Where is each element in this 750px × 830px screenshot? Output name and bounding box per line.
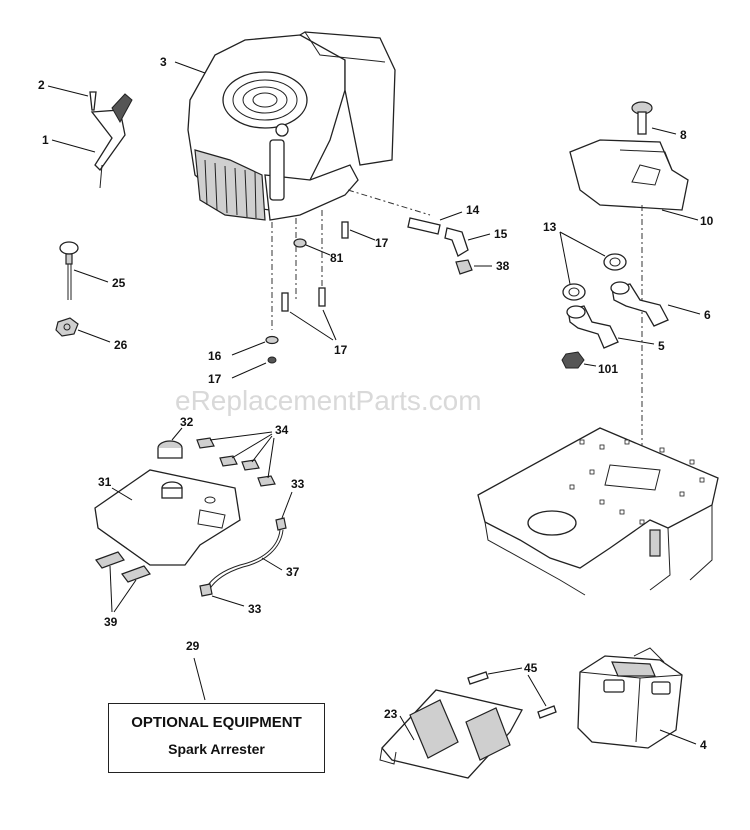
nut-38 (455, 259, 473, 275)
pad-39-a (95, 551, 125, 569)
nut-101 (561, 351, 585, 369)
callout-38: 38 (496, 259, 510, 273)
frame-chassis (477, 427, 719, 596)
pad-39-b (121, 565, 151, 583)
callout-8: 8 (680, 128, 687, 142)
heat-shield-10 (569, 139, 689, 211)
gasket-13-lower (562, 283, 586, 301)
screw-45-right (537, 705, 557, 719)
nut-26 (55, 317, 79, 337)
bolt-17-lower (267, 356, 277, 364)
callout-10: 10 (700, 214, 714, 228)
screw-45-left (467, 671, 489, 685)
pad-34-b (219, 455, 238, 467)
callout-23: 23 (384, 707, 398, 721)
callout-15: 15 (494, 227, 508, 241)
callout-16: 16 (208, 349, 222, 363)
knob-8 (631, 101, 653, 135)
callout-3: 3 (160, 55, 167, 69)
callout-45: 45 (524, 661, 538, 675)
callout-25: 25 (112, 276, 126, 290)
fuel-tank-31 (94, 469, 241, 566)
bolt-17-upper (341, 221, 349, 239)
dipstick-25 (59, 241, 79, 300)
throttle-control (90, 93, 133, 189)
hose-clamp-33-lower (199, 583, 213, 597)
callout-6: 6 (704, 308, 711, 322)
exhaust-pipe-5 (566, 305, 619, 349)
fitting-14 (407, 217, 441, 235)
elbow-15 (444, 227, 469, 257)
fuel-line-37 (205, 529, 281, 589)
callout-5: 5 (658, 339, 665, 353)
spark-arrester-label: Spark Arrester (168, 741, 265, 757)
fuel-cap-32 (157, 440, 183, 459)
pad-34-a (196, 437, 215, 449)
washer-81 (293, 238, 307, 248)
callout-29: 29 (186, 639, 200, 653)
callout-37: 37 (286, 565, 300, 579)
watermark-text: eReplacementParts.com (175, 385, 482, 416)
pad-34-d (257, 475, 276, 487)
callout-17-mid: 17 (334, 343, 348, 357)
washer-16 (265, 335, 279, 345)
callout-1: 1 (42, 133, 49, 147)
engine (187, 31, 396, 221)
spark-arrester-23 (379, 689, 523, 779)
hose-clamp-33-upper (275, 517, 287, 531)
optional-equipment-title: OPTIONAL EQUIPMENT (131, 714, 302, 731)
callout-81: 81 (330, 251, 344, 265)
gasket-13-upper (603, 253, 627, 271)
callout-31: 31 (98, 475, 112, 489)
callout-33-lower: 33 (248, 602, 262, 616)
callout-34: 34 (275, 423, 289, 437)
callout-32: 32 (180, 415, 194, 429)
screw-2 (89, 91, 97, 111)
callout-17-lower: 17 (208, 372, 222, 386)
callout-14: 14 (466, 203, 480, 217)
callout-4: 4 (700, 738, 707, 752)
optional-equipment-box: OPTIONAL EQUIPMENT Spark Arrester (108, 703, 325, 773)
pad-34-c (241, 459, 260, 471)
callout-39: 39 (104, 615, 118, 629)
muffler-4 (577, 647, 683, 749)
callout-13: 13 (543, 220, 557, 234)
callout-33-upper: 33 (291, 477, 305, 491)
bolt-17-left (281, 292, 289, 312)
bolt-17-right (318, 287, 326, 307)
callout-17-upper: 17 (375, 236, 389, 250)
callout-101: 101 (598, 362, 618, 376)
exhaust-pipe-6 (610, 281, 669, 327)
callout-2: 2 (38, 78, 45, 92)
callout-26: 26 (114, 338, 128, 352)
